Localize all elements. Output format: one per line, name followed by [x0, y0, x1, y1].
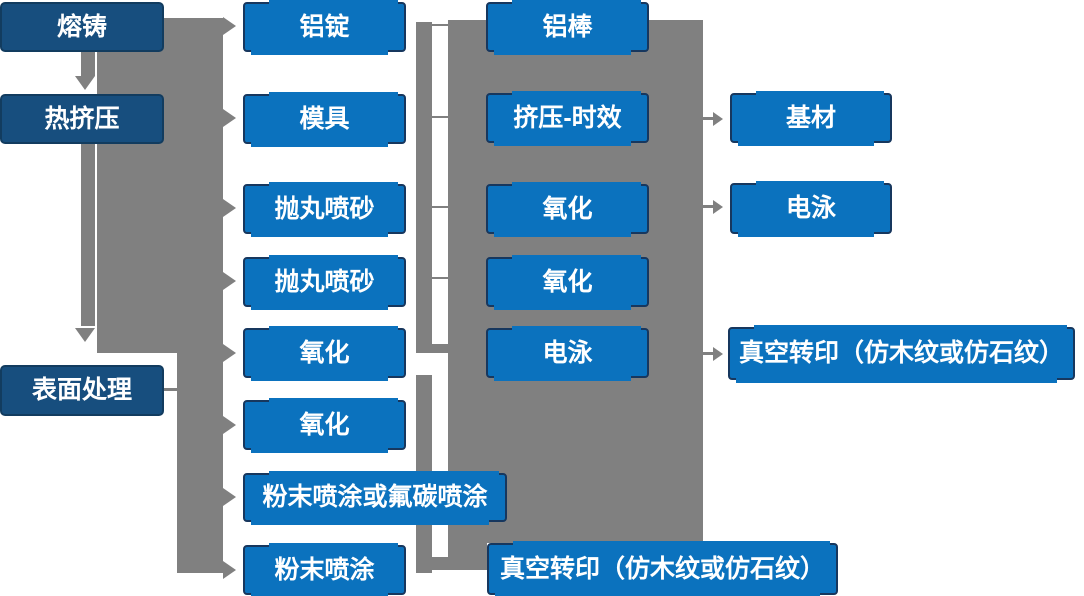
node-oxidation-4: 氧化: [486, 255, 649, 310]
arrow-to-base-material-icon: [713, 112, 723, 126]
node-shot-blasting-1: 抛丸喷砂: [243, 182, 406, 237]
node-oxidation-3: 氧化: [486, 182, 649, 237]
connector-to-base-material: [703, 117, 714, 120]
arrow-down-to-surface-treatment-icon: [75, 328, 95, 342]
node-powder-or-fluorocarbon-coating: 粉末喷涂或氟碳喷涂: [243, 471, 507, 525]
arrow-to-shot-blasting-1-icon: [223, 199, 236, 217]
connector-left-spine-lower: [177, 353, 223, 573]
node-hot-extrusion: 热挤压: [0, 94, 164, 144]
arrow-to-vacuum-transfer-icon: [713, 347, 723, 361]
node-surface-treatment: 表面处理: [0, 365, 164, 416]
connector-extrusion-down-stem: [81, 142, 95, 326]
connector-mid-link-row4: [432, 277, 448, 279]
arrow-to-aluminum-ingot-icon: [223, 17, 236, 35]
connector-melting-down-stem: [81, 51, 95, 76]
node-melting-casting: 熔铸: [0, 2, 164, 52]
node-vacuum-transfer-print-2: 真空转印（仿木纹或仿石纹）: [728, 325, 1075, 383]
connector-mid-link-row2: [432, 116, 448, 118]
node-powder-coating: 粉末喷涂: [243, 543, 406, 596]
connector-to-vacuum-transfer: [703, 352, 714, 355]
connector-surface-treatment-link: [163, 388, 177, 391]
node-extrusion-aging: 挤压-时效: [486, 91, 649, 146]
arrow-down-to-hot-extrusion-icon: [75, 76, 95, 90]
connector-mid-link-row1: [432, 24, 448, 26]
node-mold: 模具: [243, 92, 406, 147]
node-shot-blasting-2: 抛丸喷砂: [243, 255, 406, 310]
arrow-to-oxidation-1-icon: [223, 344, 236, 362]
node-base-material: 基材: [730, 91, 892, 146]
connector-mid-link-row3: [432, 206, 448, 208]
node-oxidation-2: 氧化: [243, 398, 406, 453]
node-electrophoresis-2: 电泳: [730, 181, 892, 237]
node-vacuum-transfer-print-1: 真空转印（仿木纹或仿石纹）: [487, 541, 838, 596]
connector-center-block-tail: [448, 543, 487, 570]
arrow-to-shot-blasting-2-icon: [223, 272, 236, 290]
arrow-to-electrophoresis-icon: [713, 200, 723, 214]
arrow-to-mold-icon: [223, 109, 236, 127]
node-oxidation-1: 氧化: [243, 326, 406, 381]
arrow-to-powder-coating-icon: [223, 561, 236, 579]
arrow-to-powder-fluorocarbon-icon: [223, 488, 236, 506]
connector-to-electrophoresis: [703, 205, 714, 208]
node-aluminum-rod: 铝棒: [486, 0, 649, 55]
arrow-to-oxidation-2-icon: [223, 416, 236, 434]
connector-mid-link-bottom: [416, 557, 453, 570]
node-electrophoresis-1: 电泳: [486, 326, 649, 381]
node-aluminum-ingot: 铝锭: [243, 0, 406, 55]
connector-left-slab: [97, 18, 223, 353]
connector-mid-link-row5: [432, 344, 448, 353]
connector-mid-bar-upper: [416, 22, 432, 353]
